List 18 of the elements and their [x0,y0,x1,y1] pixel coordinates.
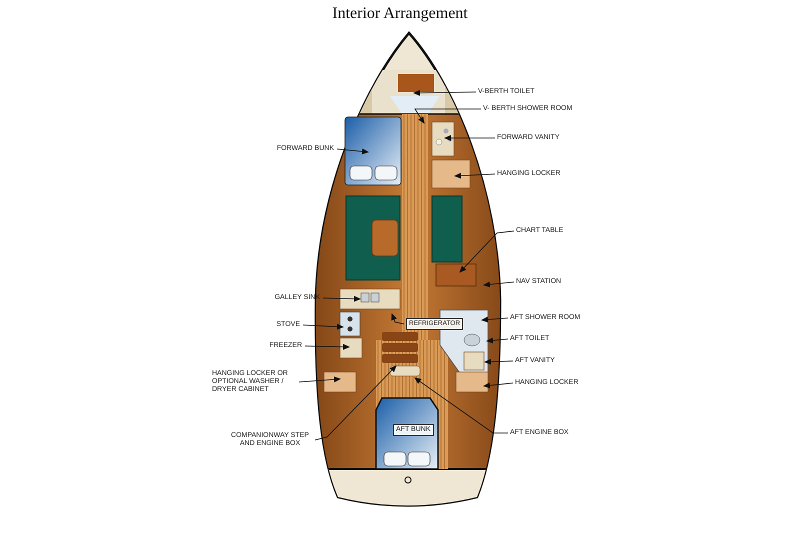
leader-line [483,281,514,288]
leader-line [304,344,350,350]
leader-line [413,90,476,96]
leader-line [322,296,361,302]
diagram-title: Interior Arrangement [331,4,469,24]
leader-line [302,324,344,330]
leader-line [298,376,341,382]
leader-line [481,316,508,323]
leader-line [314,365,397,440]
leader-line [459,230,514,273]
leader-line [391,313,404,324]
leader-line [444,135,496,141]
leader-line [414,377,508,434]
leader-line [414,108,482,124]
leader-line [484,358,514,365]
leader-line [486,337,508,344]
leader-line [336,148,369,154]
leader-line [483,382,514,388]
